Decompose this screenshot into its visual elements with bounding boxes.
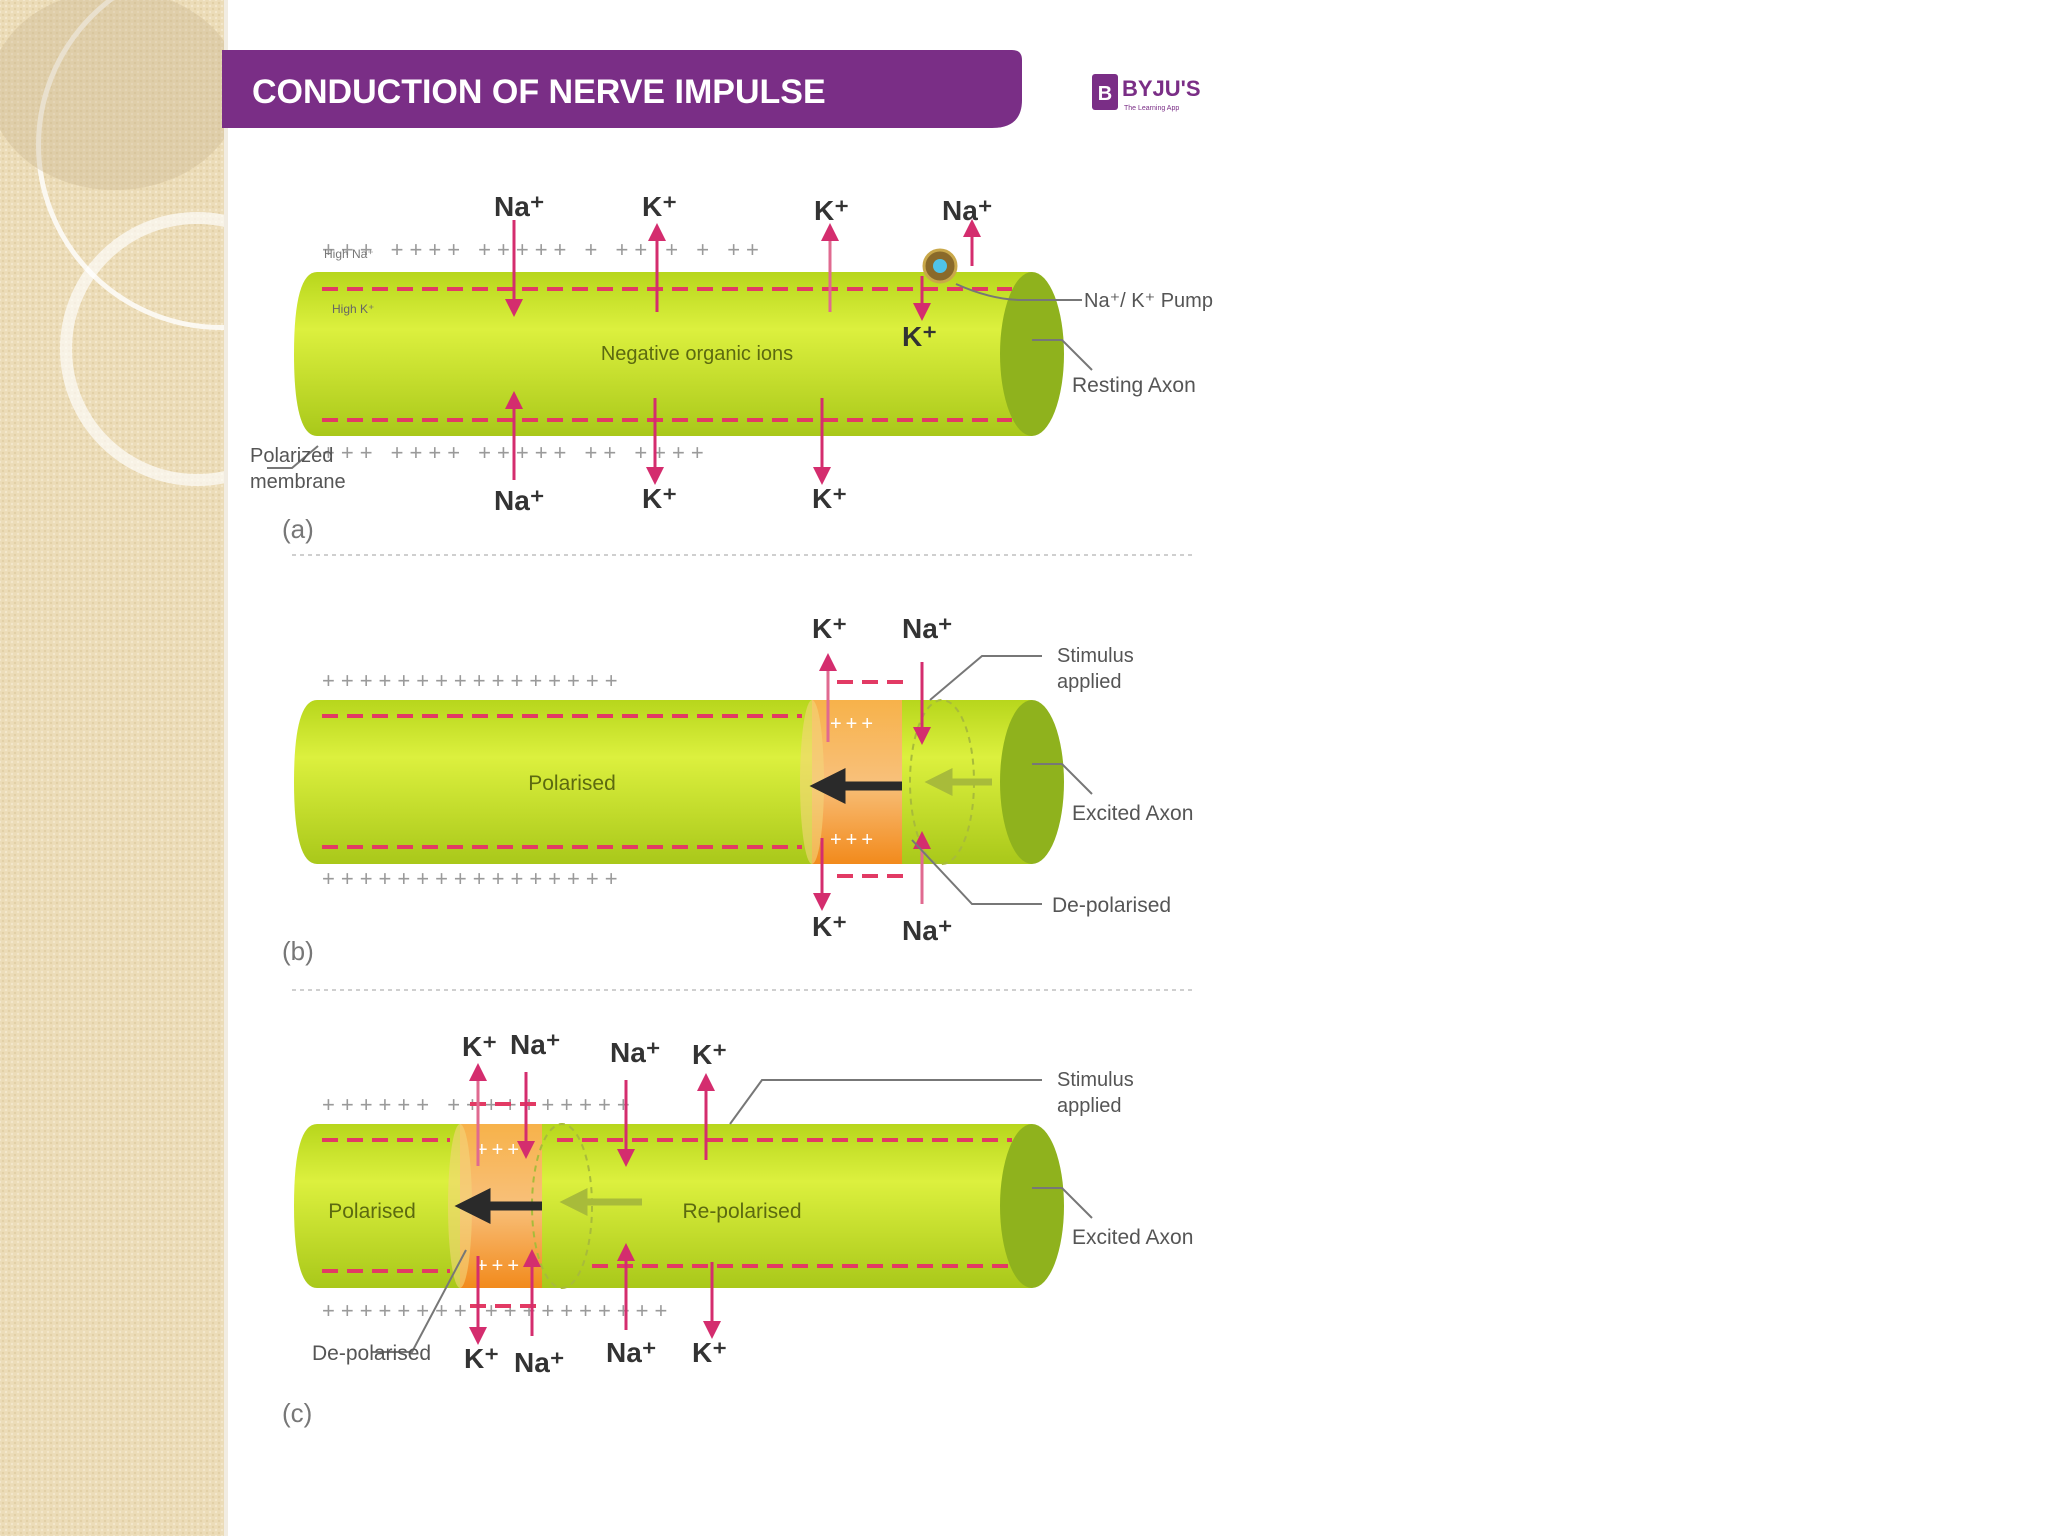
panel-b-depolarised-zone-edge <box>800 700 824 864</box>
panel-b-inner-label: Polarised <box>528 772 616 795</box>
panel-b-axon-label: Excited Axon <box>1072 802 1193 825</box>
panel-c: ++++++ ++++++++++ ++++++++ ++++++++++ ++… <box>282 1029 1193 1428</box>
panel-c-ion-top-2: Na⁺ <box>510 1029 561 1060</box>
panel-b-ion-top-1: K⁺ <box>812 613 847 644</box>
panel-b-charges-top: ++++++++++++++++ <box>322 668 624 693</box>
panel-a-charges-bottom: +++ ++++ +++++ ++ ++++ <box>322 440 710 465</box>
panel-c-ion-top-3: Na⁺ <box>610 1037 661 1068</box>
panel-a-axon-label: Resting Axon <box>1072 374 1196 397</box>
panel-c-charges-depol-top: +++ <box>476 1139 523 1161</box>
panel-c-axon-leader <box>1032 1187 1093 1219</box>
panel-a-ion-inside: K⁺ <box>902 321 937 352</box>
slide-decorative-sidebar <box>0 0 224 1536</box>
panel-b-depol-leader <box>911 839 1042 905</box>
panel-a-ion-top-3: K⁺ <box>814 195 849 226</box>
panel-b-ion-top-2: Na⁺ <box>902 613 953 644</box>
decorative-ring-small <box>0 0 224 190</box>
panel-c-ion-bottom-1: K⁺ <box>464 1343 499 1374</box>
panel-c-stimulus-leader <box>729 1079 1042 1125</box>
svg-text:B: B <box>1098 83 1112 105</box>
panel-a-ion-bottom-3: K⁺ <box>812 483 847 514</box>
brand-logo: B BYJU'S The Learning App <box>1092 74 1201 112</box>
panel-a-ion-bottom-1: Na⁺ <box>494 485 545 516</box>
panel-a-ion-top-1: Na⁺ <box>494 191 545 222</box>
panel-c-left-label: Polarised <box>328 1200 416 1223</box>
banner-title: CONDUCTION OF NERVE IMPULSE <box>252 73 826 111</box>
panel-b-charges-bottom: ++++++++++++++++ <box>322 866 624 891</box>
title-banner: CONDUCTION OF NERVE IMPULSE <box>222 50 1022 128</box>
panel-a-pump <box>922 248 958 284</box>
panel-a-ion-bottom-2: K⁺ <box>642 483 677 514</box>
panel-a-membrane-leader <box>267 445 319 469</box>
panel-a-axon-leader <box>1032 339 1093 371</box>
panel-a-inner-label: Negative organic ions <box>601 343 793 365</box>
panel-a-membrane-label-2: membrane <box>250 471 346 493</box>
panel-c-stimulus-label-1: Stimulus <box>1057 1069 1134 1091</box>
brand-tagline: The Learning App <box>1124 105 1179 112</box>
panel-b-charges-depol-top: +++ <box>830 713 877 735</box>
panel-c-ion-top-4: K⁺ <box>692 1039 727 1070</box>
panel-b: ++++++++++++++++ ++++++++++++++++ +++ ++… <box>282 613 1193 991</box>
panel-c-ion-bottom-4: K⁺ <box>692 1337 727 1368</box>
panel-a-axon-resting <box>294 272 1064 436</box>
panel-b-stimulus-label-2: applied <box>1057 671 1122 693</box>
panel-c-stimulus-label-2: applied <box>1057 1095 1122 1117</box>
panel-b-axon-leader <box>1032 763 1093 795</box>
panel-a-pump-label: Na⁺/ K⁺ Pump <box>1084 290 1213 312</box>
panel-c-ion-bottom-2: Na⁺ <box>514 1347 565 1378</box>
panel-c-letter: (c) <box>282 1398 312 1428</box>
panel-c-depol-label: De-polarised <box>312 1342 431 1365</box>
panel-c-charges-depol-bottom: +++ <box>476 1255 523 1277</box>
panel-a-ion-top-4: Na⁺ <box>942 195 993 226</box>
panel-c-right-label: Re-polarised <box>682 1200 801 1223</box>
panel-a-letter: (a) <box>282 514 314 544</box>
panel-b-stimulus-leader <box>929 655 1042 701</box>
panel-a-pump-leader <box>955 283 1082 301</box>
brand-logo-text: BYJU'S <box>1122 76 1201 101</box>
panel-a: +++ ++++ +++++ + ++ + + ++ +++ ++++ ++++… <box>250 191 1213 556</box>
panel-b-charges-depol-bottom: +++ <box>830 829 877 851</box>
panel-a-membrane-label-1: Polarized <box>250 445 333 467</box>
panel-b-depol-label: De-polarised <box>1052 894 1171 917</box>
panel-b-ion-bottom-2: Na⁺ <box>902 915 953 946</box>
panel-c-charges-bottom: ++++++++ ++++++++++ <box>322 1298 673 1323</box>
panel-c-ion-bottom-3: Na⁺ <box>606 1337 657 1368</box>
panel-b-ion-bottom-1: K⁺ <box>812 911 847 942</box>
panel-c-axon-label: Excited Axon <box>1072 1226 1193 1249</box>
panel-a-high-k-label: High K⁺ <box>332 302 374 316</box>
panel-b-letter: (b) <box>282 936 314 966</box>
brand-logo-icon <box>1092 74 1118 110</box>
nerve-impulse-diagram: CONDUCTION OF NERVE IMPULSE B BYJU'S The… <box>222 50 1213 1428</box>
panel-a-high-na-label: High Na⁺ <box>324 247 374 261</box>
panel-b-stimulus-label-1: Stimulus <box>1057 645 1134 667</box>
panel-a-ion-top-2: K⁺ <box>642 191 677 222</box>
panel-a-charges-top: +++ ++++ +++++ + ++ + + ++ <box>322 237 765 262</box>
sidebar-divider <box>224 0 228 1536</box>
panel-c-ion-top-1: K⁺ <box>462 1031 497 1062</box>
panel-c-depol-leader <box>372 1249 467 1353</box>
